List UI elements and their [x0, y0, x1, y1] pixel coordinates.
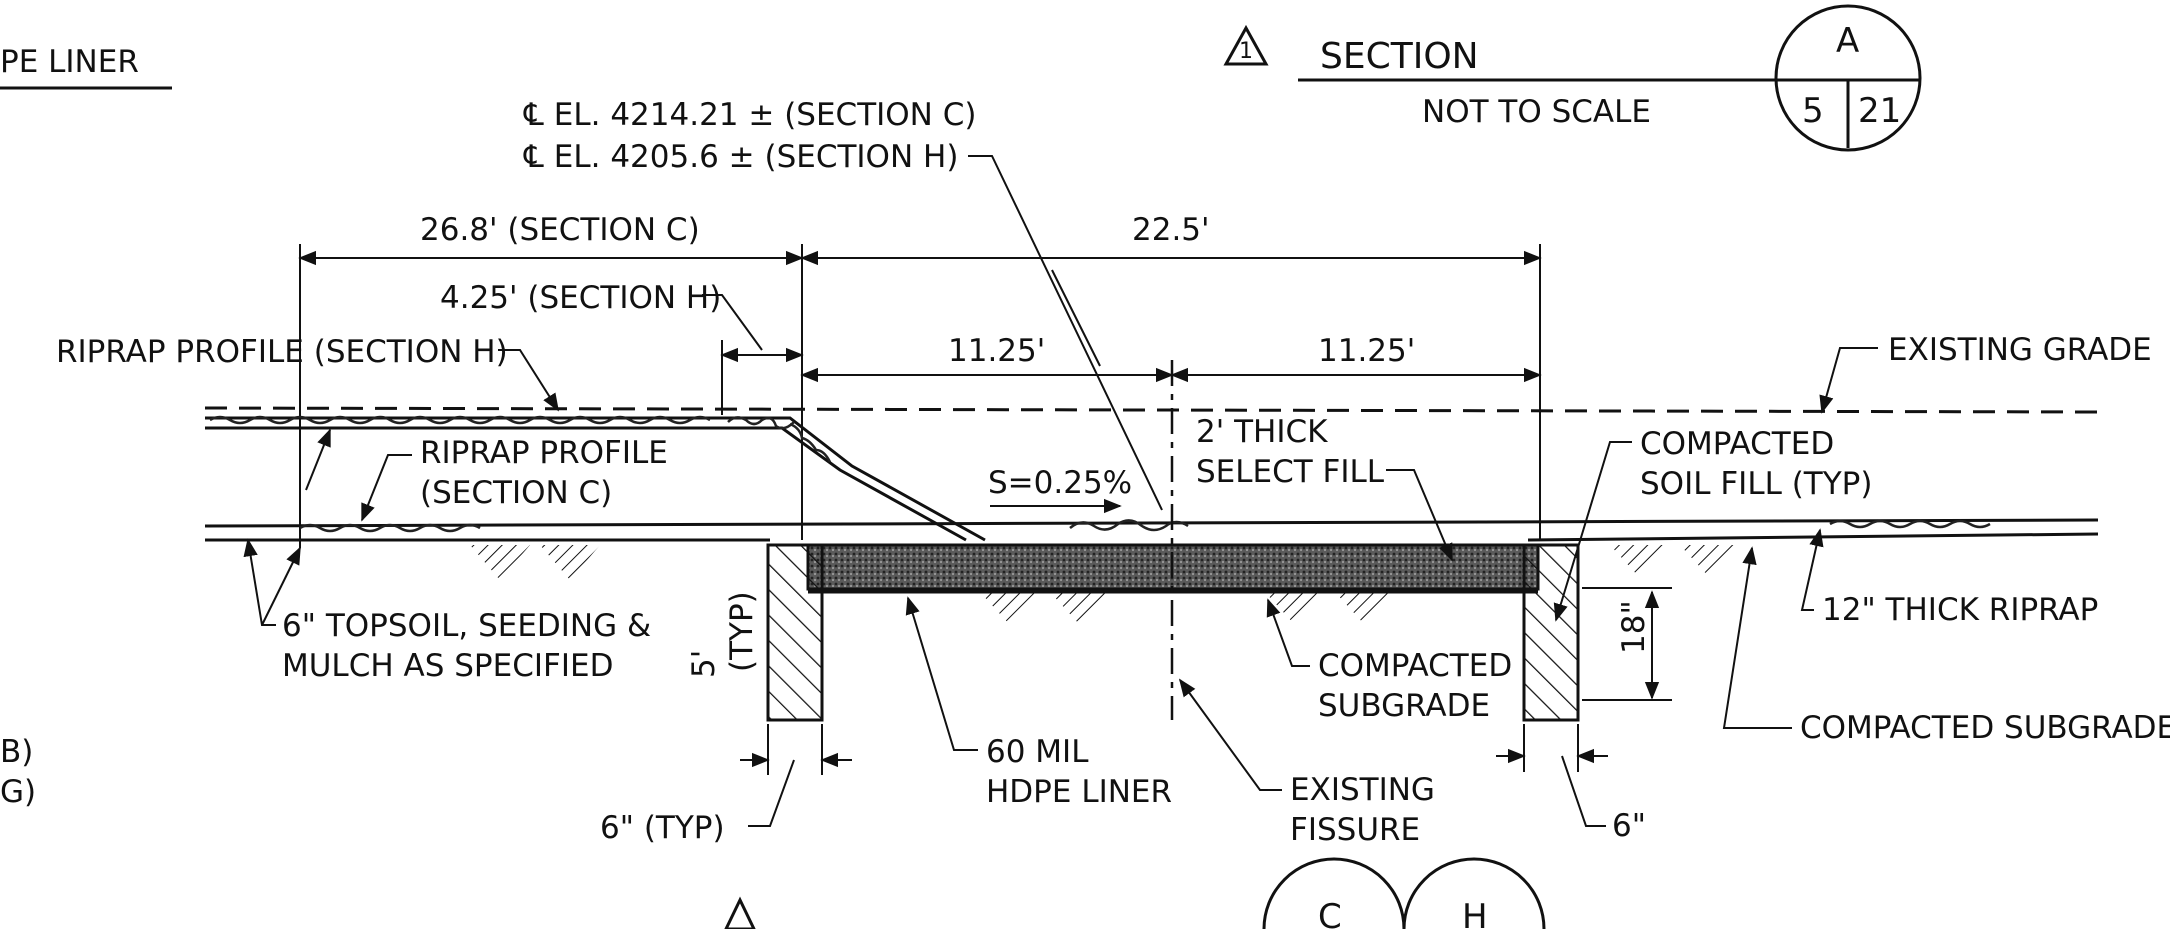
- footer-bubble-h: H: [1462, 897, 1488, 929]
- callout-select-fill-1: 2' THICK: [1196, 414, 1328, 450]
- callout-compacted-subgrade-2: SUBGRADE: [1318, 688, 1490, 724]
- footer-bubble-c: C: [1318, 897, 1342, 929]
- dim-left-trench-leader: [748, 759, 795, 827]
- callout-riprap-c-leader: [361, 454, 412, 522]
- callout-compacted-soil-1: COMPACTED: [1640, 426, 1834, 462]
- callout-existing-grade-leader: [1819, 347, 1878, 414]
- dim-offset-h-leader: [702, 294, 763, 351]
- dim-offset-h: 4.25' (SECTION H): [440, 280, 721, 316]
- callout-select-fill-leader: [1386, 469, 1453, 562]
- finished-grade-line-lower-right: [1527, 532, 2099, 542]
- callout-compacted-subgrade-leader: [1266, 598, 1310, 667]
- callout-topsoil-leader-1: [243, 538, 276, 626]
- dim-half-right: 11.25': [1318, 333, 1415, 369]
- callout-compacted-subgrade-right: COMPACTED SUBGRADE: [1800, 710, 2170, 746]
- footer-revision-triangle: [724, 896, 756, 929]
- footer-bubbles: C H: [724, 857, 1546, 929]
- callout-riprap-h-leader: [498, 349, 559, 412]
- callout-select-fill-2: SELECT FILL: [1196, 454, 1385, 490]
- margin-b: B): [0, 734, 33, 770]
- callout-riprap-h: RIPRAP PROFILE (SECTION H): [56, 334, 508, 370]
- dim-right-trench-width: 6": [1612, 808, 1646, 844]
- callout-riprap-c-2: (SECTION C): [420, 475, 612, 511]
- dim-half-left: 11.25': [948, 333, 1045, 369]
- elevation-leader-extension: [1051, 269, 1101, 367]
- callout-topsoil-1: 6" TOPSOIL, SEEDING &: [282, 608, 651, 644]
- callout-compacted-subgrade-right-leader: [1722, 546, 1792, 729]
- callout-fissure-leader: [1178, 678, 1282, 791]
- dim-depth-typ: (TYP): [724, 591, 760, 672]
- slope-note: S=0.25%: [988, 465, 1132, 501]
- finished-grade-line: [204, 518, 2099, 528]
- riprap-rocks-top: [209, 415, 832, 463]
- callout-liner-2: HDPE LINER: [986, 774, 1172, 810]
- dim-trench-depth: 18": [1616, 600, 1652, 654]
- dim-depth: 5': [686, 650, 722, 678]
- callout-compacted-soil-leader: [1553, 441, 1632, 622]
- callout-riprap-c-1: RIPRAP PROFILE: [420, 435, 668, 471]
- section-bubble: A 5 21: [1774, 4, 1922, 152]
- title-partial: PE LINER: [0, 44, 139, 80]
- margin-g: G): [0, 774, 36, 810]
- elevation-leader: [968, 155, 1163, 511]
- elevation-h: ℄ EL. 4205.6 ± (SECTION H): [523, 139, 958, 175]
- callout-topsoil-2: MULCH AS SPECIFIED: [282, 648, 613, 684]
- callout-fissure-2: FISSURE: [1290, 812, 1420, 848]
- section-label: SECTION: [1320, 36, 1479, 77]
- callout-riprap-12-leader: [1800, 528, 1824, 611]
- bubble-sheet-right: 21: [1858, 91, 1901, 131]
- callout-compacted-subgrade-1: COMPACTED: [1318, 648, 1512, 684]
- existing-grade-line: [204, 406, 2099, 414]
- dim-right-trench-leader: [1561, 755, 1606, 827]
- callout-fissure-1: EXISTING: [1290, 772, 1435, 808]
- callout-liner-leader: [905, 596, 978, 751]
- callout-compacted-soil-2: SOIL FILL (TYP): [1640, 466, 1872, 502]
- elevation-c: ℄ EL. 4214.21 ± (SECTION C): [523, 97, 976, 133]
- revision-number: 1: [1239, 39, 1253, 64]
- callout-topsoil-leader-2: [261, 546, 301, 626]
- callout-existing-grade: EXISTING GRADE: [1888, 332, 2152, 368]
- riprap-rocks-c: [299, 519, 1991, 533]
- callout-riprap-12: 12" THICK RIPRAP: [1822, 592, 2098, 628]
- dim-left-trench-width: 6" (TYP): [600, 810, 725, 846]
- dim-total-width: 22.5': [1132, 212, 1210, 248]
- anchor-trench-left: [766, 543, 824, 722]
- riprap-h-slope: [720, 416, 986, 542]
- callout-riprap-c-leader-2: [305, 428, 331, 491]
- bubble-sheet-left: 5: [1802, 91, 1824, 131]
- bubble-letter: A: [1836, 21, 1859, 61]
- riprap-h-slope-2: [720, 426, 967, 542]
- dim-left-width: 26.8' (SECTION C): [420, 212, 700, 248]
- callout-liner-1: 60 MIL: [986, 734, 1089, 770]
- revision-triangle: 1: [1223, 24, 1269, 66]
- ground-hatch: [470, 545, 1740, 625]
- scale-note: NOT TO SCALE: [1422, 94, 1651, 130]
